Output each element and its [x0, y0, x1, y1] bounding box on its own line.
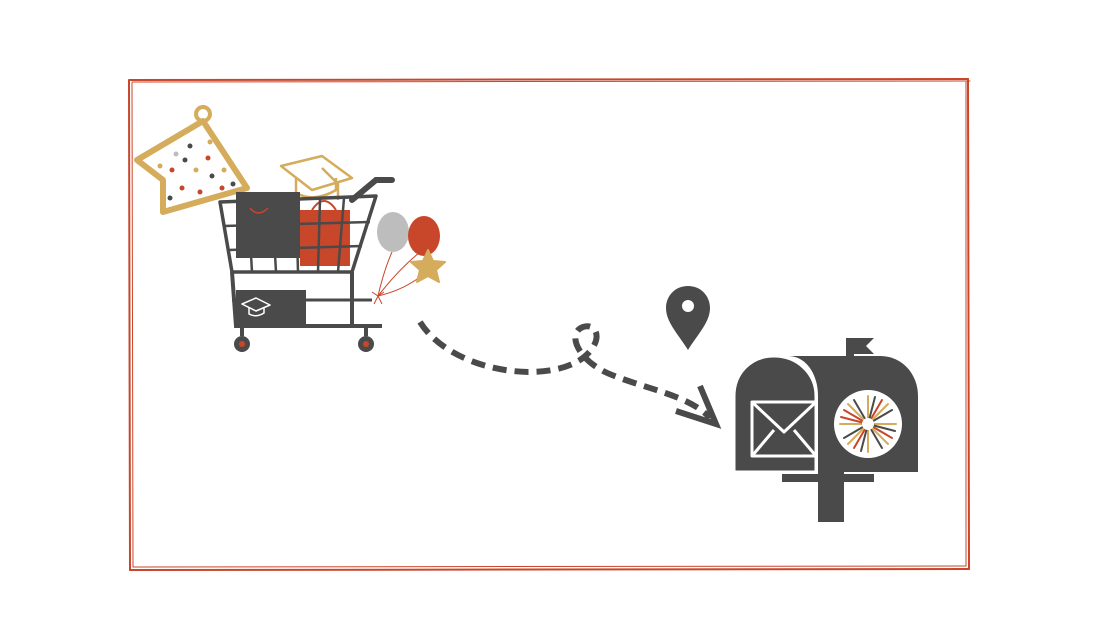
- cart-wheel: [234, 326, 250, 352]
- mailbox-icon: [732, 338, 918, 522]
- dashed-arrow-icon: [417, 320, 722, 429]
- silver-balloon-icon: [377, 212, 409, 252]
- cart-wheel: [358, 326, 374, 352]
- red-balloon-icon: [408, 216, 440, 256]
- pennant-flag-icon: [134, 105, 250, 215]
- grad-box-icon: [236, 290, 306, 326]
- envelope-icon: [750, 400, 818, 458]
- hand-drawn-frame: [128, 78, 971, 571]
- shopping-cart-icon: [218, 177, 395, 352]
- star-balloon-icon: [410, 249, 446, 283]
- map-pin-icon: [666, 286, 710, 350]
- firework-icon: [834, 390, 902, 458]
- balloon-bunch: [371, 212, 446, 305]
